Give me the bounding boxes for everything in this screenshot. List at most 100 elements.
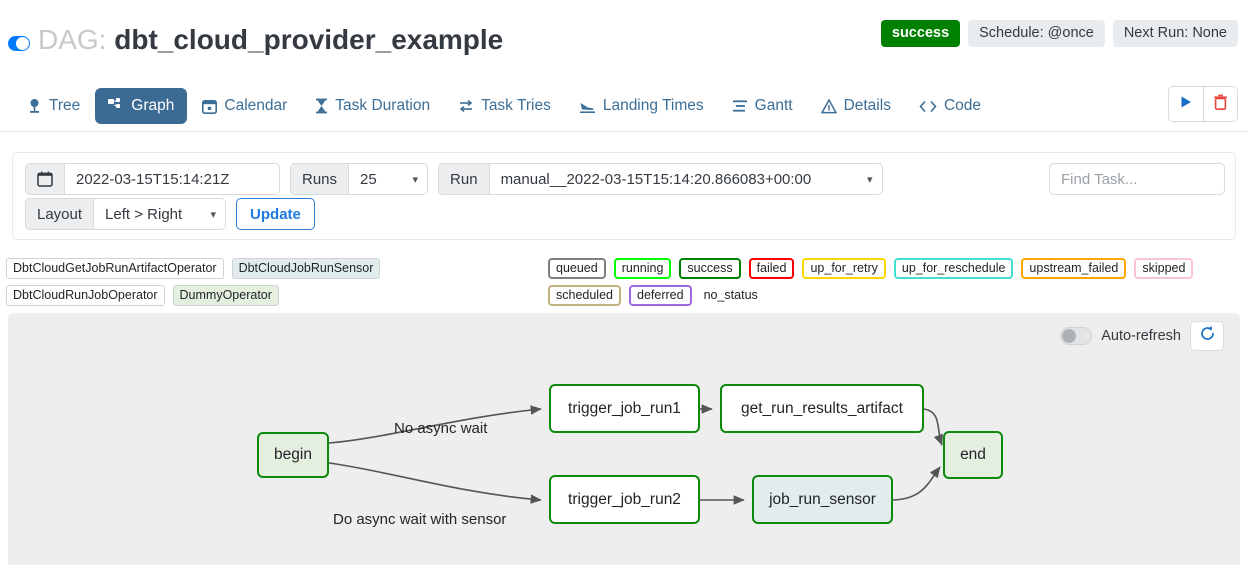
toggle-knob bbox=[1062, 329, 1077, 343]
tab-code[interactable]: Code bbox=[906, 88, 994, 124]
edge-artifact-to-end bbox=[923, 408, 943, 446]
refresh-button[interactable] bbox=[1190, 321, 1224, 351]
status-legend-scheduled[interactable]: scheduled bbox=[548, 285, 621, 306]
graph-controls-panel: 2022-03-15T15:14:21Z Runs 25 ▾ Run manua… bbox=[12, 152, 1236, 240]
tab-graph[interactable]: Graph bbox=[95, 88, 188, 124]
tab-label: Graph bbox=[131, 97, 175, 114]
dag-pause-toggle[interactable] bbox=[8, 36, 30, 51]
toggle-knob bbox=[16, 37, 29, 50]
status-legend-failed[interactable]: failed bbox=[748, 258, 795, 279]
graph-canvas-panel: Auto-refresh bbox=[8, 313, 1240, 565]
operator-legend-item[interactable]: DummyOperator bbox=[172, 285, 279, 306]
tab-label: Details bbox=[843, 97, 891, 114]
auto-refresh-controls: Auto-refresh bbox=[1060, 321, 1224, 351]
run-select[interactable]: manual__2022-03-15T15:14:20.866083+00:00… bbox=[488, 163, 883, 195]
retry-icon bbox=[458, 99, 474, 113]
operator-legend: DbtCloudGetJobRunArtifactOperator DbtClo… bbox=[6, 258, 536, 306]
auto-refresh-label: Auto-refresh bbox=[1101, 328, 1181, 344]
status-legend-running[interactable]: running bbox=[613, 258, 672, 279]
status-legend-queued[interactable]: queued bbox=[548, 258, 606, 279]
task-node-job_run_sensor[interactable]: job_run_sensor bbox=[752, 475, 893, 524]
operator-legend-item[interactable]: DbtCloudGetJobRunArtifactOperator bbox=[6, 258, 224, 279]
task-node-end[interactable]: end bbox=[943, 431, 1003, 479]
tab-label: Code bbox=[943, 97, 982, 114]
status-legend-success[interactable]: success bbox=[679, 258, 741, 279]
edge-sensor-to-end bbox=[892, 466, 941, 501]
status-legend-up-for-retry[interactable]: up_for_retry bbox=[802, 258, 886, 279]
tab-bar: Tree Graph Calendar Task Duration bbox=[0, 80, 1248, 132]
find-task-input[interactable]: Find Task... bbox=[1049, 163, 1225, 195]
task-node-label: begin bbox=[274, 446, 312, 463]
status-legend: queued running success failed up_for_ret… bbox=[548, 258, 1248, 306]
tab-label: Gantt bbox=[754, 97, 793, 114]
dag-action-buttons bbox=[1168, 86, 1238, 122]
runs-group: Runs 25 ▾ bbox=[290, 163, 429, 195]
schedule-badge[interactable]: Schedule: @once bbox=[968, 20, 1105, 47]
layout-select[interactable]: Left > Right ▾ bbox=[93, 198, 227, 230]
graph-icon bbox=[108, 98, 124, 114]
edge-label-do-async-wait-with-sensor: Do async wait with sensor bbox=[333, 511, 507, 528]
auto-refresh-toggle[interactable] bbox=[1060, 327, 1093, 345]
task-node-label: get_run_results_artifact bbox=[741, 399, 903, 417]
num-runs-select[interactable]: 25 ▾ bbox=[348, 163, 429, 195]
tree-icon bbox=[27, 98, 42, 114]
operator-legend-item[interactable]: DbtCloudRunJobOperator bbox=[6, 285, 165, 306]
run-group: Run manual__2022-03-15T15:14:20.866083+0… bbox=[438, 163, 883, 195]
base-date-group: 2022-03-15T15:14:21Z bbox=[25, 163, 280, 195]
status-badge: success bbox=[880, 20, 961, 47]
task-node-label: trigger_job_run1 bbox=[568, 399, 681, 417]
task-node-get_run_results_artifact[interactable]: get_run_results_artifact bbox=[720, 384, 924, 433]
trash-icon bbox=[1213, 94, 1228, 115]
page-title: DAG: dbt_cloud_provider_example bbox=[38, 24, 503, 56]
task-node-label: end bbox=[960, 446, 986, 463]
tab-label: Calendar bbox=[224, 97, 288, 114]
tab-calendar[interactable]: Calendar bbox=[189, 88, 300, 124]
tab-label: Landing Times bbox=[602, 97, 704, 114]
edge-label-no-async-wait: No async wait bbox=[394, 420, 488, 437]
task-node-label: trigger_job_run2 bbox=[568, 490, 681, 508]
refresh-icon bbox=[1199, 325, 1216, 347]
status-legend-upstream-failed[interactable]: upstream_failed bbox=[1021, 258, 1127, 279]
status-legend-skipped[interactable]: skipped bbox=[1134, 258, 1194, 279]
play-icon bbox=[1179, 95, 1193, 114]
graph-edges bbox=[328, 404, 943, 505]
dag-label: DAG: bbox=[38, 24, 107, 55]
task-node-trigger_job_run1[interactable]: trigger_job_run1 bbox=[549, 384, 700, 433]
chevron-down-icon: ▾ bbox=[867, 173, 873, 186]
landing-icon bbox=[579, 99, 596, 114]
status-legend-up-for-reschedule[interactable]: up_for_reschedule bbox=[893, 258, 1014, 279]
tab-gantt[interactable]: Gantt bbox=[719, 88, 806, 124]
tab-task-tries[interactable]: Task Tries bbox=[445, 88, 564, 124]
update-button[interactable]: Update bbox=[236, 198, 315, 230]
task-node-label: job_run_sensor bbox=[769, 490, 876, 508]
tab-tree[interactable]: Tree bbox=[14, 88, 93, 124]
calendar-icon bbox=[202, 99, 218, 114]
next-run-badge[interactable]: Next Run: None bbox=[1112, 20, 1238, 47]
chevron-down-icon: ▾ bbox=[210, 208, 217, 221]
delete-dag-button[interactable] bbox=[1203, 87, 1237, 121]
gantt-icon bbox=[732, 99, 748, 113]
calendar-icon-button[interactable] bbox=[25, 163, 64, 195]
operator-legend-item[interactable]: DbtCloudJobRunSensor bbox=[231, 258, 381, 279]
task-node-trigger_job_run2[interactable]: trigger_job_run2 bbox=[549, 475, 700, 524]
task-node-begin[interactable]: begin bbox=[257, 432, 329, 478]
tab-task-duration[interactable]: Task Duration bbox=[302, 88, 443, 124]
tab-landing-times[interactable]: Landing Times bbox=[566, 88, 717, 124]
trigger-dag-button[interactable] bbox=[1169, 87, 1203, 121]
base-date-input[interactable]: 2022-03-15T15:14:21Z bbox=[64, 163, 280, 195]
run-value: manual__2022-03-15T15:14:20.866083+00:00 bbox=[500, 170, 812, 188]
runs-label: Runs bbox=[290, 163, 349, 195]
code-icon bbox=[919, 100, 937, 113]
page-header: DAG: dbt_cloud_provider_example success … bbox=[0, 0, 1248, 72]
layout-label: Layout bbox=[25, 198, 94, 230]
status-legend-no-status[interactable]: no_status bbox=[699, 285, 766, 306]
status-legend-deferred[interactable]: deferred bbox=[629, 285, 692, 306]
hourglass-icon bbox=[315, 98, 328, 114]
tab-details[interactable]: Details bbox=[808, 88, 904, 124]
num-runs-value: 25 bbox=[360, 170, 377, 188]
layout-group: Layout Left > Right ▾ bbox=[25, 198, 227, 230]
tab-label: Task Tries bbox=[481, 97, 551, 114]
edge-begin-to-trigger1 bbox=[328, 405, 542, 444]
header-badges: success Schedule: @once Next Run: None bbox=[880, 20, 1238, 47]
